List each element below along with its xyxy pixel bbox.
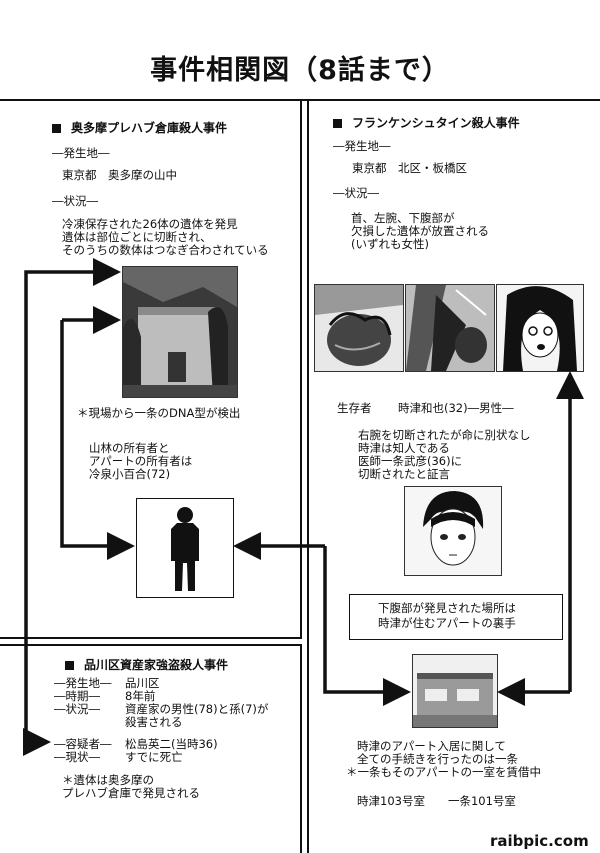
owner-line-3: 冷泉小百合(72) (89, 467, 171, 481)
tokitsu-portrait (404, 486, 502, 576)
case3-label-5: ―容疑者― (54, 737, 112, 751)
warehouse-photo (122, 266, 238, 398)
discovery-location-box: 下腹部が発見された場所は 時津が住むアパートの裏手 (349, 594, 563, 640)
dna-note: ＊現場から一条のDNA型が検出 (77, 406, 241, 420)
lower-left-divider (300, 644, 302, 853)
apartment-photo (412, 654, 498, 728)
case2-status-line-1: 首、左腕、下腹部が (351, 211, 455, 225)
case3-value-6: すでに死亡 (125, 750, 183, 764)
case1-status-line-1: 冷凍保存された26体の遺体を発見 (62, 217, 238, 231)
case3-label-1: ―発生地― (54, 676, 112, 690)
case2-status-label: ―状況― (333, 186, 379, 200)
room-numbers: 時津103号室 一条101号室 (357, 794, 516, 808)
victim-photo-1 (314, 284, 404, 372)
case3-label-2: ―時期― (54, 689, 100, 703)
survivor-note-1: 右腕を切断されたが命に別状なし (358, 428, 531, 442)
apartment-note-3: ＊一条もそのアパートの一室を賃借中 (346, 765, 542, 779)
case3-label-3: ―状況― (54, 702, 100, 716)
apartment-note-1: 時津のアパート入居に関して (357, 739, 506, 753)
case3-note-2: プレハブ倉庫で発見される (62, 786, 200, 800)
case3-label-6: ―現状― (54, 750, 100, 764)
center-divider-right (307, 99, 309, 853)
case3-value-4: 殺害される (125, 715, 183, 729)
watermark: raibpic.com (490, 832, 589, 850)
box-line-1: 下腹部が発見された場所は (378, 601, 516, 615)
case2-header: フランケンシュタイン殺人事件 (333, 114, 520, 131)
survivor-name: 時津和也(32)―男性― (398, 401, 514, 415)
case2-status-line-3: (いずれも女性) (351, 237, 429, 251)
case3-value-1: 品川区 (125, 676, 160, 690)
case1-header: 奥多摩プレハブ倉庫殺人事件 (52, 119, 227, 136)
case2-place-label: ―発生地― (333, 139, 391, 153)
survivor-note-2: 時津は知人である (358, 441, 450, 455)
center-divider-left (300, 99, 302, 639)
owner-line-1: 山林の所有者と (89, 441, 170, 455)
case2-status-line-2: 欠損した遺体が放置される (351, 224, 489, 238)
box-line-2: 時津が住むアパートの裏手 (378, 616, 516, 630)
case2-place: 東京都 北区・板橋区 (352, 161, 467, 175)
survivor-label: 生存者 (337, 401, 372, 415)
survivor-note-3: 医師一条武彦(36)に (358, 454, 463, 468)
left-bottom-divider (0, 637, 302, 639)
survivor-note-4: 切断されたと証言 (358, 467, 450, 481)
page-title: 事件相関図（8話まで） (150, 55, 450, 86)
case3-value-5: 松島英二(当時36) (125, 737, 218, 751)
apartment-note-2: 全ての手続きを行ったのは一条 (357, 752, 518, 766)
case3-value-2: 8年前 (125, 689, 156, 703)
victim-photo-2 (405, 284, 495, 372)
case3-value-3: 資産家の男性(78)と孫(7)が (125, 702, 269, 716)
left-bottom-divider-2 (0, 644, 302, 646)
case1-place-label: ―発生地― (52, 146, 110, 160)
case1-status-label: ―状況― (52, 194, 98, 208)
case3-header: 品川区資産家強盗殺人事件 (65, 656, 228, 673)
case3-note-1: ＊遺体は奥多摩の (62, 773, 154, 787)
owner-line-2: アパートの所有者は (89, 454, 193, 468)
unknown-person-silhouette (136, 498, 234, 598)
victim-photo-3 (496, 284, 584, 372)
case1-place: 東京都 奥多摩の山中 (62, 168, 177, 182)
case1-status-line-3: そのうちの数体はつなぎ合わされている (62, 243, 269, 257)
case1-status-line-2: 遺体は部位ごとに切断され、 (62, 230, 212, 244)
